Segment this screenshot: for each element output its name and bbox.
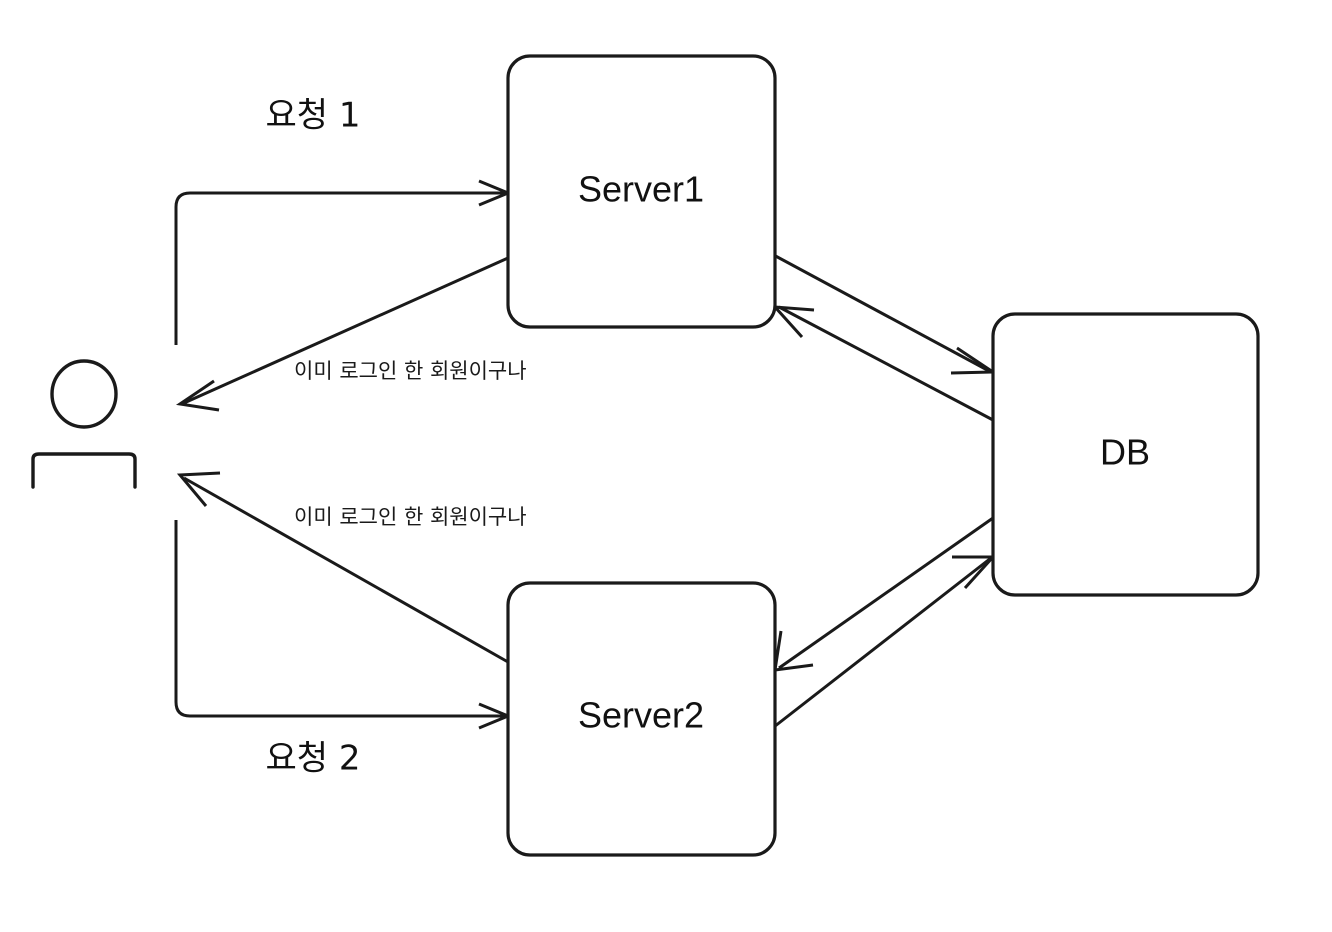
edge-request1[interactable] — [174, 179, 512, 345]
edge-response1[interactable] — [175, 256, 509, 412]
edge-server2-to-db[interactable] — [769, 555, 997, 732]
edge-request2[interactable] — [174, 520, 512, 730]
request2-label: 요청 2 — [266, 739, 361, 779]
node-server2[interactable]: Server2 — [506, 581, 777, 857]
db-label: DB — [1100, 432, 1150, 473]
server2-label: Server2 — [578, 695, 704, 736]
db-to-server1-line — [778, 305, 994, 422]
actor-head-icon — [50, 359, 118, 429]
edge-db-to-server2[interactable] — [773, 516, 994, 672]
request2-line — [174, 520, 506, 718]
server2-to-db-line — [769, 556, 992, 732]
edge-server1-to-db[interactable] — [769, 251, 998, 375]
node-db[interactable]: DB — [991, 312, 1260, 597]
response1-arrowhead-icon — [175, 379, 220, 412]
node-server1[interactable]: Server1 — [506, 54, 777, 329]
response2-label: 이미 로그인 한 회원이구나 — [294, 505, 527, 529]
edge-response2[interactable] — [176, 471, 509, 664]
server1-box — [506, 54, 777, 329]
request1-line — [174, 191, 506, 345]
db-to-server2-arrowhead-icon — [773, 630, 814, 672]
server1-label: Server1 — [578, 169, 704, 210]
response2-line — [183, 476, 509, 664]
response1-label: 이미 로그인 한 회원이구나 — [294, 359, 527, 383]
user-actor[interactable] — [31, 359, 137, 489]
server1-to-db-line — [769, 251, 992, 374]
edge-db-to-server1[interactable] — [771, 305, 994, 422]
db-box — [991, 312, 1260, 597]
request1-label: 요청 1 — [266, 96, 361, 136]
server2-box — [506, 581, 777, 857]
db-to-server2-line — [778, 516, 994, 670]
response2-arrowhead-icon — [176, 471, 221, 507]
actor-body-icon — [31, 452, 137, 489]
response1-line — [183, 256, 509, 405]
